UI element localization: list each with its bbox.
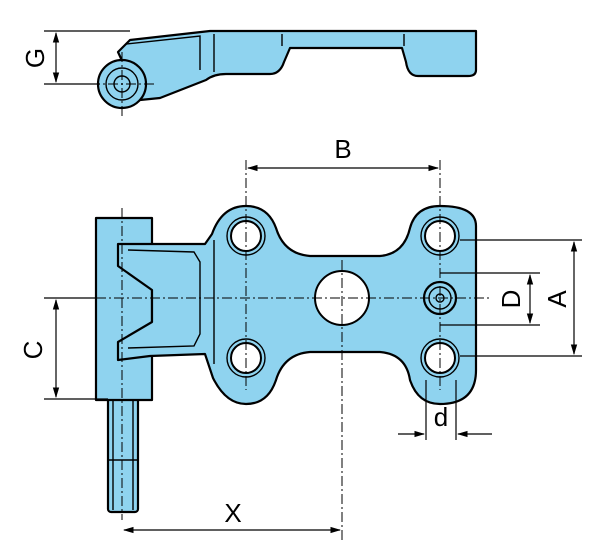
dimension-d: D: [440, 272, 540, 326]
dimension-label-x: X: [224, 498, 241, 528]
dimension-c: C: [18, 297, 108, 400]
dimension-small-d: d: [398, 380, 492, 440]
dimension-label-small-d: d: [434, 402, 448, 432]
side-view: [90, 29, 478, 116]
dimension-label-c: C: [18, 341, 48, 360]
dimension-label-d: D: [496, 290, 526, 309]
dimension-label-b: B: [334, 134, 351, 164]
dimension-label-a: A: [542, 290, 572, 308]
front-view: [60, 160, 490, 540]
hinge-plate: [116, 204, 478, 406]
dimension-label-g: G: [20, 48, 50, 68]
dimension-a: A: [460, 239, 582, 357]
side-view-body: [116, 29, 478, 102]
dimension-x: X: [122, 498, 342, 534]
dimension-b: B: [246, 134, 440, 172]
dimension-g: G: [20, 30, 130, 85]
